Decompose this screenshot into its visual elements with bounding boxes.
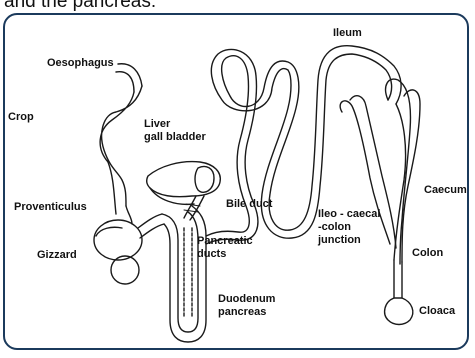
gizzard-shape <box>94 220 142 260</box>
oesophagus-tube <box>118 64 142 86</box>
label-oesophagus: Oesophagus <box>47 57 114 70</box>
label-duodenum-pancreas: Duodenum pancreas <box>218 293 275 319</box>
label-caecum: Caecum <box>424 184 467 197</box>
gizzard-lower-lobe <box>111 256 139 284</box>
label-gizzard: Gizzard <box>37 249 77 262</box>
label-liver-gall-bladder: Liver gall bladder <box>144 118 206 144</box>
label-bile-duct: Bile duct <box>226 198 272 211</box>
label-proventiculus: Proventiculus <box>14 201 87 214</box>
label-colon: Colon <box>412 247 443 260</box>
proventiculus-tube <box>108 162 132 224</box>
liver-shape <box>147 162 221 197</box>
gall-bladder-shape <box>195 166 214 192</box>
label-pancreatic-ducts: Pancreatic ducts <box>197 235 253 261</box>
label-cloaca: Cloaca <box>419 305 455 318</box>
pancreas-strip <box>184 228 192 316</box>
label-crop: Crop <box>8 111 34 124</box>
colon-tube <box>394 260 402 298</box>
cloaca-shape <box>385 298 413 325</box>
crop-sac <box>100 86 142 206</box>
label-ileo-caecal-colon-junction: Ileo - caecal -colon junction <box>318 208 380 247</box>
label-ileum: Ileum <box>333 27 362 40</box>
